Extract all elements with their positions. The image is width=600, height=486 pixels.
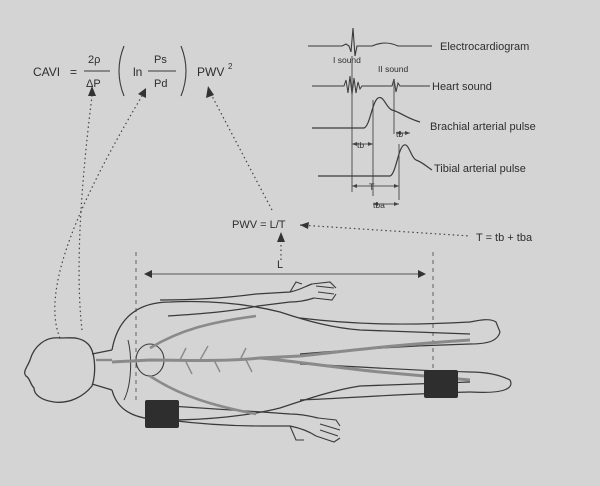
waveform-panel: Electrocardiogram I sound II sound Heart… xyxy=(308,27,536,210)
ln-label: ln xyxy=(133,65,142,79)
torso-upper-outline xyxy=(111,300,471,351)
head xyxy=(24,337,96,403)
arrow-to-ln xyxy=(54,95,143,339)
tb-label-right: tb xyxy=(396,129,403,139)
tba-label: tba xyxy=(373,200,385,210)
tibial-pulse-trace xyxy=(318,144,433,177)
distance-measure xyxy=(135,252,434,400)
tba-arrow-a xyxy=(373,202,378,206)
heart-sound-label: Heart sound xyxy=(432,81,492,93)
upper-arm-artery xyxy=(149,314,257,350)
arrowhead-rho xyxy=(88,86,96,96)
t-label: T xyxy=(369,182,375,192)
t-arrow-b xyxy=(394,184,399,188)
cavi-label: CAVI xyxy=(33,65,60,79)
brachial-cuff xyxy=(145,400,179,428)
pwv-label: PWV xyxy=(197,65,224,79)
tb-arrow-right-a xyxy=(396,131,401,135)
second-sound-label: II sound xyxy=(378,64,409,74)
branch-arteries xyxy=(179,345,253,375)
arrow-to-rho xyxy=(78,95,93,331)
brachial-pulse-trace xyxy=(312,96,421,129)
upper-leg-outer xyxy=(299,317,471,325)
upper-hand xyxy=(289,281,337,301)
ps-label: Ps xyxy=(154,54,167,66)
arrow-to-pwv xyxy=(211,95,273,211)
lower-arm-outer xyxy=(167,419,317,437)
ankle-cuff xyxy=(424,370,458,398)
heart-sound-trace xyxy=(312,75,430,96)
t-arrow-a xyxy=(352,184,357,188)
tb-arrow-left-a xyxy=(352,142,357,146)
lower-leg-artery xyxy=(259,356,471,382)
t-to-pwv-arrowhead xyxy=(300,222,309,229)
lower-arm-artery xyxy=(149,374,257,416)
pwv-exponent: 2 xyxy=(228,62,233,71)
lower-hand xyxy=(289,417,341,443)
tibial-label: Tibial arterial pulse xyxy=(434,163,526,175)
cavi-formula: CAVI = 2ρ ΔP ln Ps Pd PWV 2 xyxy=(33,45,233,97)
upper-foot xyxy=(469,319,501,345)
fraction-numerator: 2ρ xyxy=(88,54,100,66)
l-label: L xyxy=(277,259,283,271)
tb-label-left: tb xyxy=(357,140,364,150)
tba-arrow-b xyxy=(394,202,399,206)
body-figure xyxy=(24,281,512,443)
l-to-pwv-arrowhead xyxy=(277,232,285,242)
pd-label: Pd xyxy=(154,78,167,90)
tb-arrow-left-b xyxy=(368,142,373,146)
upper-arm-inner xyxy=(167,297,315,317)
fraction-denominator: ΔP xyxy=(86,78,101,90)
ecg-label: Electrocardiogram xyxy=(440,41,529,53)
right-bracket xyxy=(180,45,187,97)
chest-contour xyxy=(123,339,132,401)
aorta-to-leg-artery xyxy=(111,338,471,364)
lower-foot xyxy=(469,371,512,393)
equals-sign: = xyxy=(70,65,77,79)
upper-arm-outer xyxy=(159,283,313,301)
arrowhead-pwv xyxy=(206,86,214,98)
ecg-trace xyxy=(308,27,432,57)
torso-lower-outline xyxy=(111,381,471,421)
lower-arm-inner xyxy=(169,405,319,419)
equations: PWV = L/T T = tb + tba L xyxy=(232,219,533,271)
arrowhead-ln xyxy=(138,88,146,98)
tb-arrow-right-b xyxy=(405,131,410,135)
first-sound-label: I sound xyxy=(333,55,361,65)
left-bracket xyxy=(118,45,125,97)
t-equation: T = tb + tba xyxy=(476,232,533,244)
brachial-label: Brachial arterial pulse xyxy=(430,121,536,133)
t-to-pwv-link xyxy=(299,224,471,237)
formula-arrows xyxy=(54,86,273,339)
neck xyxy=(91,349,113,391)
l-arrow-right xyxy=(418,270,426,278)
pwv-equation: PWV = L/T xyxy=(232,219,286,231)
l-arrow-left xyxy=(144,270,152,278)
